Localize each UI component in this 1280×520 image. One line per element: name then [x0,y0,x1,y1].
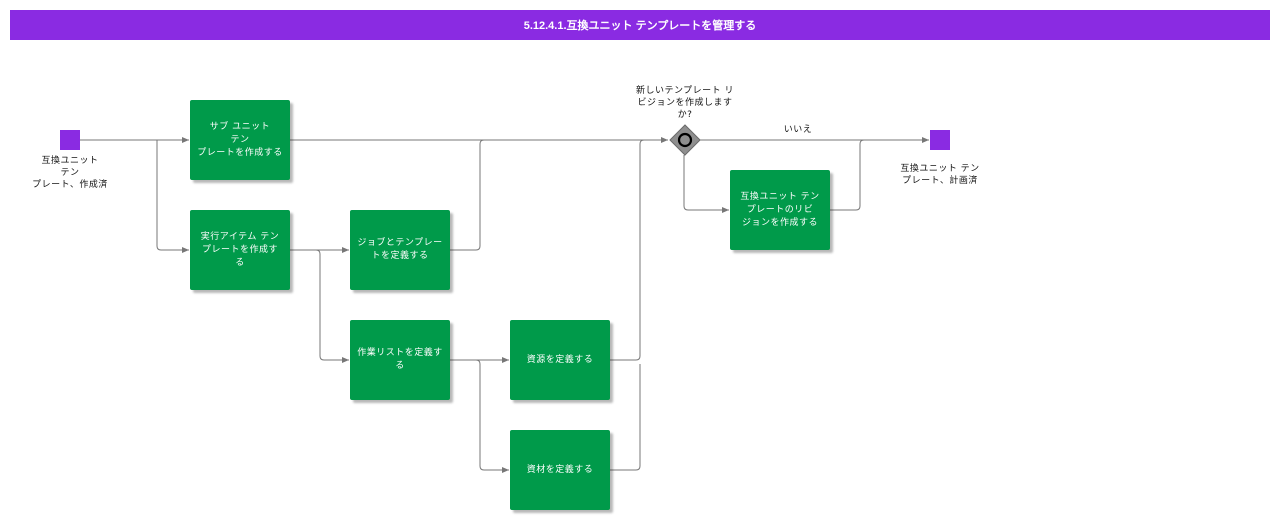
edge-resources-to-gateway [610,139,645,361]
start-event[interactable] [60,130,80,150]
edge-start-to-exec-item [156,140,189,253]
task-create-revision[interactable]: 互換ユニット テン プレートのリビ ジョンを作成する [730,170,830,250]
task-define-jobs-and-templates[interactable]: ジョブとテンプレー トを定義する [350,210,450,290]
edge-worklist-to-materials [475,359,509,473]
edge-jobs-to-gateway [450,139,485,251]
decision-gateway[interactable] [669,124,701,156]
gateway-question-label: 新しいテンプレート リ ビジョンを作成します か? [635,86,735,120]
start-event-label: 互換ユニット テン プレート、作成済 [32,156,108,190]
end-event[interactable] [930,130,950,150]
edge-exec-item-to-worklist [315,249,349,363]
task-define-materials[interactable]: 資材を定義する [510,430,610,510]
edge-gateway-to-revision [683,155,729,213]
gateway-no-label: いいえ [783,125,813,135]
task-create-exec-item-template[interactable]: 実行アイテム テン プレートを作成す る [190,210,290,290]
end-event-label: 互換ユニット テン プレート、計画済 [900,164,980,186]
edge-materials-to-gateway [610,364,641,471]
diagram-title: 5.12.4.1.互換ユニット テンプレートを管理する [10,10,1270,40]
task-create-sub-unit-template[interactable]: サブ ユニット テン プレートを作成する [190,100,290,180]
task-define-resources[interactable]: 資源を定義する [510,320,610,400]
edge-revision-to-end [830,139,865,211]
task-define-work-list[interactable]: 作業リストを定義す る [350,320,450,400]
